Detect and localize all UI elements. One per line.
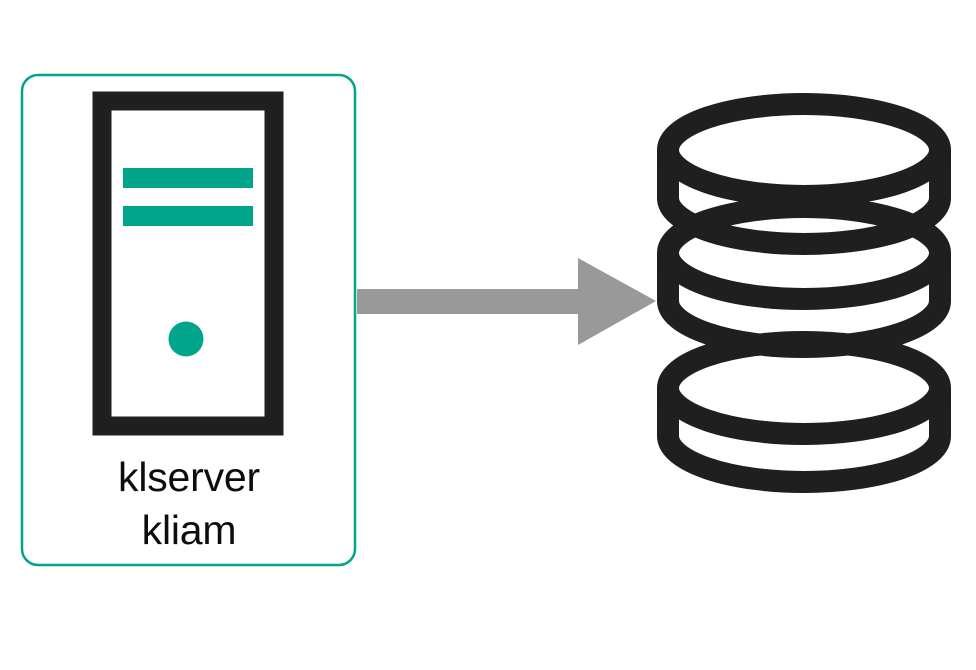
server-tower-icon <box>92 91 284 436</box>
server-indicator-bar-top <box>123 168 253 188</box>
server-indicator-bar-bottom <box>123 206 253 226</box>
server-node[interactable]: klserver kliam <box>20 73 357 567</box>
database-disc-middle-body <box>657 253 951 358</box>
server-to-database-arrow[interactable] <box>357 258 656 345</box>
database-node[interactable] <box>657 93 951 493</box>
database-cylinder-icon <box>657 93 951 493</box>
server-node-label-line2: kliam <box>142 507 237 553</box>
block-arrow-shape[interactable] <box>357 258 656 345</box>
server-power-led-icon <box>168 321 204 357</box>
database-disc-top-body <box>657 150 951 255</box>
server-chassis-outline <box>92 91 284 436</box>
database-disc-bottom-body <box>657 388 951 493</box>
server-node-label-line1: klserver <box>118 454 260 500</box>
database-disc-top-top-ellipse <box>657 93 951 207</box>
